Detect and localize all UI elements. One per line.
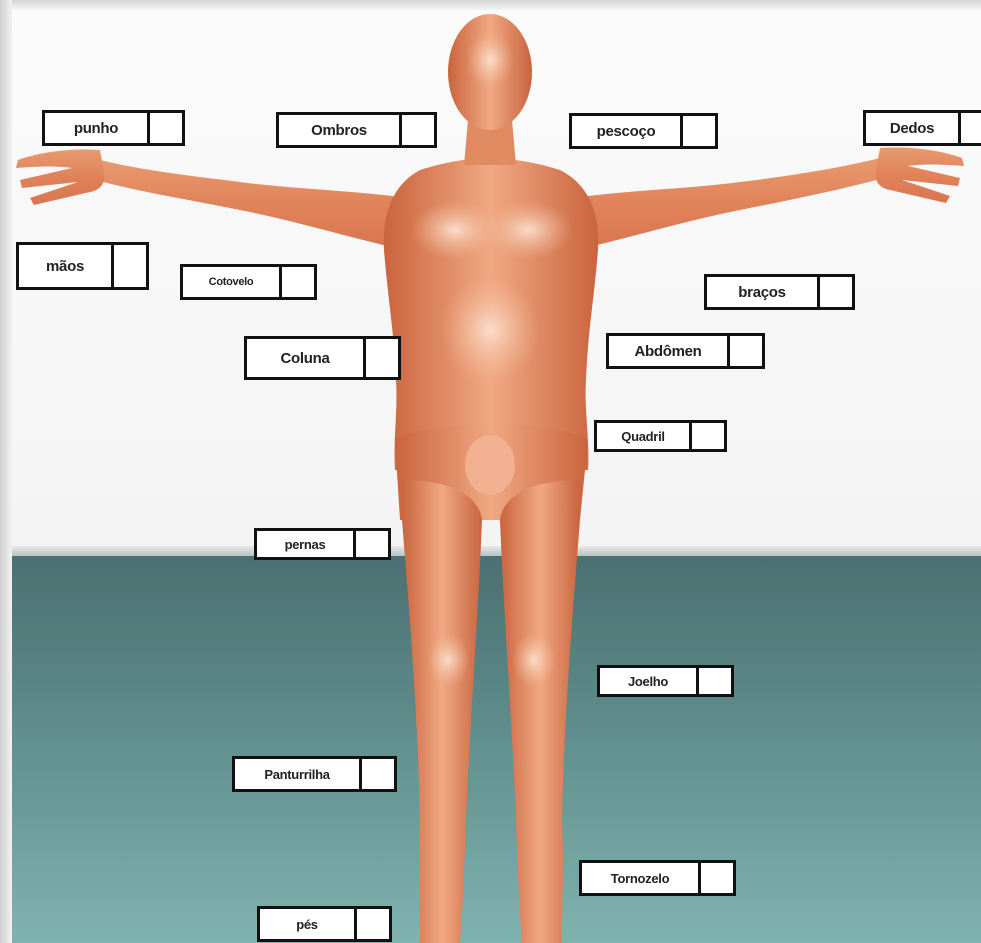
left-leg xyxy=(402,480,482,943)
label-punho: punho xyxy=(42,110,185,146)
label-tornozelo-text: Tornozelo xyxy=(582,863,701,893)
label-quadril-text: Quadril xyxy=(597,423,692,449)
label-dedos-text: Dedos xyxy=(866,113,961,143)
answer-slot-panturrilha[interactable] xyxy=(362,759,394,789)
label-quadril: Quadril xyxy=(594,420,727,452)
label-dedos: Dedos xyxy=(863,110,981,146)
answer-slot-ombros[interactable] xyxy=(402,115,434,145)
label-panturrilha-text: Panturrilha xyxy=(235,759,362,789)
answer-slot-pes[interactable] xyxy=(357,909,389,939)
answer-slot-joelho[interactable] xyxy=(699,668,731,694)
right-hand xyxy=(876,147,964,203)
answer-slot-maos[interactable] xyxy=(114,245,146,287)
answer-slot-pescoco[interactable] xyxy=(683,116,715,146)
label-tornozelo: Tornozelo xyxy=(579,860,736,896)
answer-slot-quadril[interactable] xyxy=(692,423,724,449)
label-maos: mãos xyxy=(16,242,149,290)
answer-slot-punho[interactable] xyxy=(150,113,182,143)
label-maos-text: mãos xyxy=(19,245,114,287)
left-arm xyxy=(96,160,420,250)
answer-slot-bracos[interactable] xyxy=(820,277,852,307)
label-joelho: Joelho xyxy=(597,665,734,697)
answer-slot-dedos[interactable] xyxy=(961,113,981,143)
answer-slot-tornozelo[interactable] xyxy=(701,863,733,893)
label-abdomen: Abdômen xyxy=(606,333,765,369)
label-cotovelo: Cotovelo xyxy=(180,264,317,300)
label-pescoco-text: pescoço xyxy=(572,116,683,146)
label-coluna: Coluna xyxy=(244,336,401,380)
left-hand xyxy=(16,149,104,205)
label-ombros: Ombros xyxy=(276,112,437,148)
label-ombros-text: Ombros xyxy=(279,115,402,145)
label-pernas-text: pernas xyxy=(257,531,356,557)
label-punho-text: punho xyxy=(45,113,150,143)
answer-slot-cotovelo[interactable] xyxy=(282,267,314,297)
right-leg xyxy=(500,480,580,943)
right-arm xyxy=(560,158,884,250)
label-bracos-text: braços xyxy=(707,277,820,307)
label-pernas: pernas xyxy=(254,528,391,560)
label-bracos: braços xyxy=(704,274,855,310)
label-abdomen-text: Abdômen xyxy=(609,336,730,366)
label-pes: pés xyxy=(257,906,392,942)
label-cotovelo-text: Cotovelo xyxy=(183,267,282,297)
answer-slot-pernas[interactable] xyxy=(356,531,388,557)
label-coluna-text: Coluna xyxy=(247,339,366,377)
answer-slot-coluna[interactable] xyxy=(366,339,398,377)
answer-slot-abdomen[interactable] xyxy=(730,336,762,366)
label-pes-text: pés xyxy=(260,909,357,939)
label-panturrilha: Panturrilha xyxy=(232,756,397,792)
label-joelho-text: Joelho xyxy=(600,668,699,694)
label-pescoco: pescoço xyxy=(569,113,718,149)
